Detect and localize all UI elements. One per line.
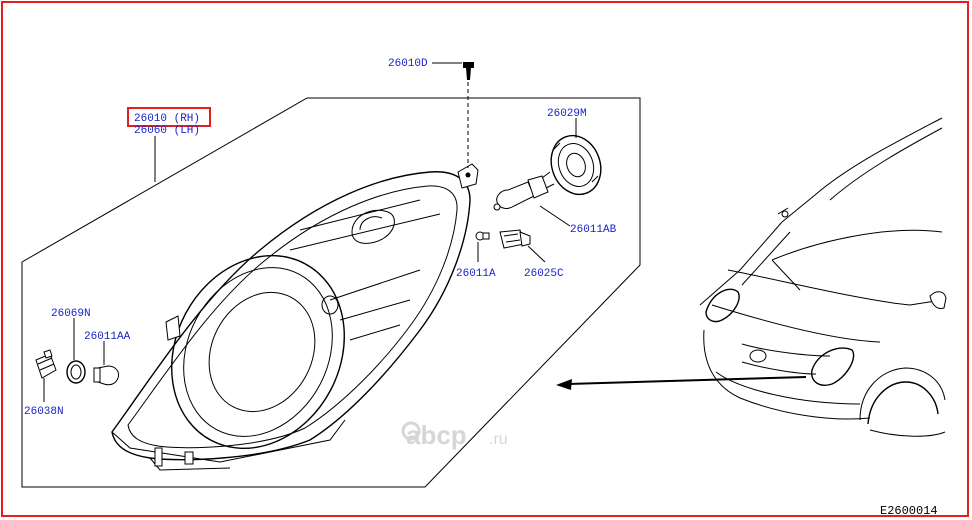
watermark-brand: abcp <box>406 420 467 450</box>
abcp-logo-icon: abcp .ru <box>401 420 508 450</box>
label-headlamp-lh[interactable]: 26060 (LH) <box>134 125 200 137</box>
label-socket-cap[interactable]: 26029M <box>547 108 587 120</box>
highlight-box <box>127 107 211 127</box>
assembly-panel <box>21 97 641 488</box>
side-socket-icon <box>499 229 531 249</box>
watermark-tld: .ru <box>489 431 508 448</box>
label-small-bulb[interactable]: 26011AA <box>84 331 131 343</box>
label-headlamp-rh[interactable]: 26010 (RH) <box>134 113 200 125</box>
arrow-head-icon <box>556 379 572 390</box>
car-front-icon <box>699 117 947 437</box>
label-screw[interactable]: 26010D <box>388 58 428 70</box>
arrow-line <box>567 376 807 385</box>
small-bulb-icon <box>93 365 119 386</box>
headlamp-icon <box>111 163 479 471</box>
screw-icon <box>463 62 474 80</box>
label-side-bulb[interactable]: 26011A <box>456 268 496 280</box>
label-small-socket[interactable]: 26069N <box>51 308 91 320</box>
diagram-code: E2600014 <box>880 504 938 518</box>
socket-cap-icon <box>550 134 602 196</box>
side-bulb-icon <box>475 231 490 241</box>
main-bulb-icon <box>493 171 555 211</box>
small-socket-icon <box>35 349 57 379</box>
side-socket-leader <box>527 245 546 263</box>
label-side-socket[interactable]: 26025C <box>524 268 564 280</box>
label-lamp-socket[interactable]: 26038N <box>24 406 64 418</box>
label-main-bulb[interactable]: 26011AB <box>570 224 617 236</box>
main-bulb-leader <box>539 205 571 227</box>
o-ring-icon <box>66 360 86 384</box>
